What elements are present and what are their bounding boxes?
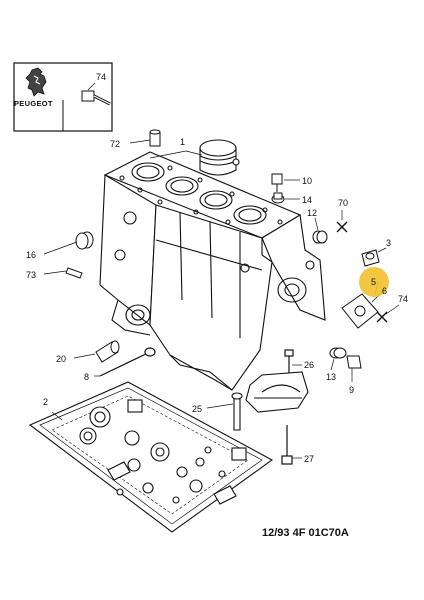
diagram-reference-code: 12/93 4F 01C70A — [262, 527, 349, 539]
cross-70 — [336, 221, 348, 233]
brand-box: PEUGEOT 74 — [13, 62, 113, 132]
engine-block — [99, 151, 326, 391]
bearing-cap — [245, 371, 309, 413]
part-label-74-box: 74 — [96, 72, 106, 82]
brand-name: PEUGEOT — [14, 99, 53, 108]
plug-16 — [75, 231, 94, 250]
plug-12 — [312, 230, 328, 244]
part-label-6: 6 — [382, 286, 387, 296]
bolt-10 — [271, 173, 283, 192]
part-label-2: 2 — [43, 397, 48, 407]
dipstick-tube-25 — [231, 392, 243, 431]
part-label-14: 14 — [302, 195, 312, 205]
part-label-10: 10 — [302, 176, 312, 186]
part-label-25: 25 — [192, 404, 202, 414]
bolt-8 — [99, 347, 156, 377]
part-labels: 72 1 10 14 12 70 3 5 6 74 16 73 20 8 2 2… — [26, 137, 408, 464]
sleeve-20 — [95, 340, 120, 363]
part-label-16: 16 — [26, 250, 36, 260]
part-label-26: 26 — [304, 360, 314, 370]
part-label-70: 70 — [338, 198, 348, 208]
part-label-8: 8 — [84, 372, 89, 382]
part-label-74: 74 — [398, 294, 408, 304]
peugeot-lion-logo — [25, 67, 47, 97]
part-label-5: 5 — [371, 277, 376, 287]
cross-74 — [376, 311, 388, 323]
washer-13 — [329, 347, 347, 359]
piston — [199, 139, 240, 176]
part-label-13: 13 — [326, 372, 336, 382]
gasket-set — [28, 381, 274, 533]
bolt-74-icon — [81, 90, 111, 106]
plug-72 — [149, 129, 161, 147]
bolt-27 — [281, 425, 293, 465]
part-label-9: 9 — [349, 385, 354, 395]
part-label-1: 1 — [180, 137, 185, 147]
highlight-marker — [359, 267, 389, 297]
part-label-72: 72 — [110, 139, 120, 149]
part-label-12: 12 — [307, 208, 317, 218]
part-label-20: 20 — [56, 354, 66, 364]
plug-9 — [346, 355, 362, 369]
cover-plate-6 — [341, 293, 379, 329]
bush-3 — [361, 249, 380, 267]
part-label-73: 73 — [26, 270, 36, 280]
dowel-73 — [65, 267, 83, 279]
washer-14 — [271, 192, 285, 204]
part-label-27: 27 — [304, 454, 314, 464]
part-label-3: 3 — [386, 238, 391, 248]
